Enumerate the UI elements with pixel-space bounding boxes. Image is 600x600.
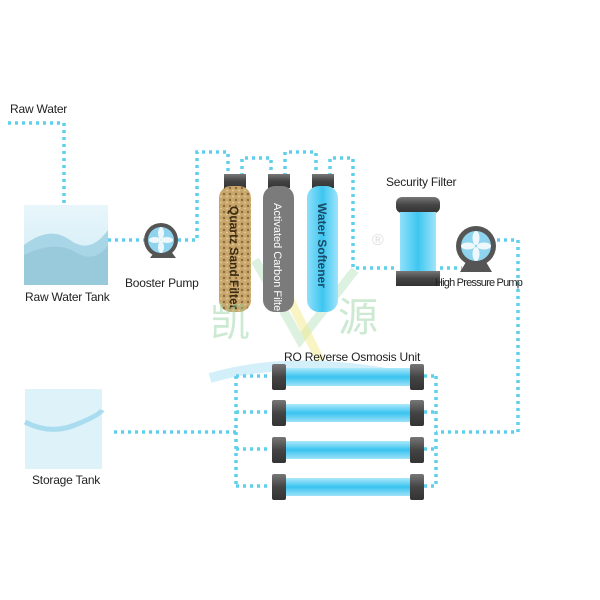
raw-water-tank xyxy=(24,205,108,285)
security-filter xyxy=(396,197,440,286)
pipe-filter-loop-1 xyxy=(240,156,273,176)
raw-water-label: Raw Water xyxy=(10,102,68,116)
security-filter-label: Security Filter xyxy=(386,175,457,189)
pipes xyxy=(8,121,520,488)
ro-membrane xyxy=(272,364,424,390)
pipe-booster-to-filters xyxy=(178,150,230,242)
booster-pump-label: Booster Pump xyxy=(125,276,199,290)
raw-water-tank-label: Raw Water Tank xyxy=(25,290,110,304)
ro-membrane xyxy=(272,400,424,426)
watermark-char-right: 源 xyxy=(338,295,378,341)
watermark-char-left: 凯 xyxy=(210,300,250,346)
filter-bottles xyxy=(219,174,338,312)
ro-membranes xyxy=(272,364,424,500)
activated-carbon-filter-label: Activated Carbon Filter xyxy=(271,203,283,315)
pipe-filter-loop-2 xyxy=(283,150,318,176)
water-softener-label: Water Softener xyxy=(315,203,329,288)
pipe-raw-inlet xyxy=(8,121,66,205)
storage-tank xyxy=(23,389,105,469)
high-pressure-pump xyxy=(456,226,496,272)
registered-mark: ® xyxy=(372,232,384,249)
ro-membrane xyxy=(272,437,424,463)
booster-pump xyxy=(144,223,178,258)
ro-unit-label: RO Reverse Osmosis Unit xyxy=(284,350,421,364)
storage-tank-label: Storage Tank xyxy=(32,473,101,487)
quartz-sand-filter-label: Quartz Sand Filter xyxy=(227,206,241,310)
pipe-hp-to-ro xyxy=(436,238,520,434)
high-pressure-pump-label: High Pressure Pump xyxy=(435,277,523,289)
ro-membrane xyxy=(272,474,424,500)
